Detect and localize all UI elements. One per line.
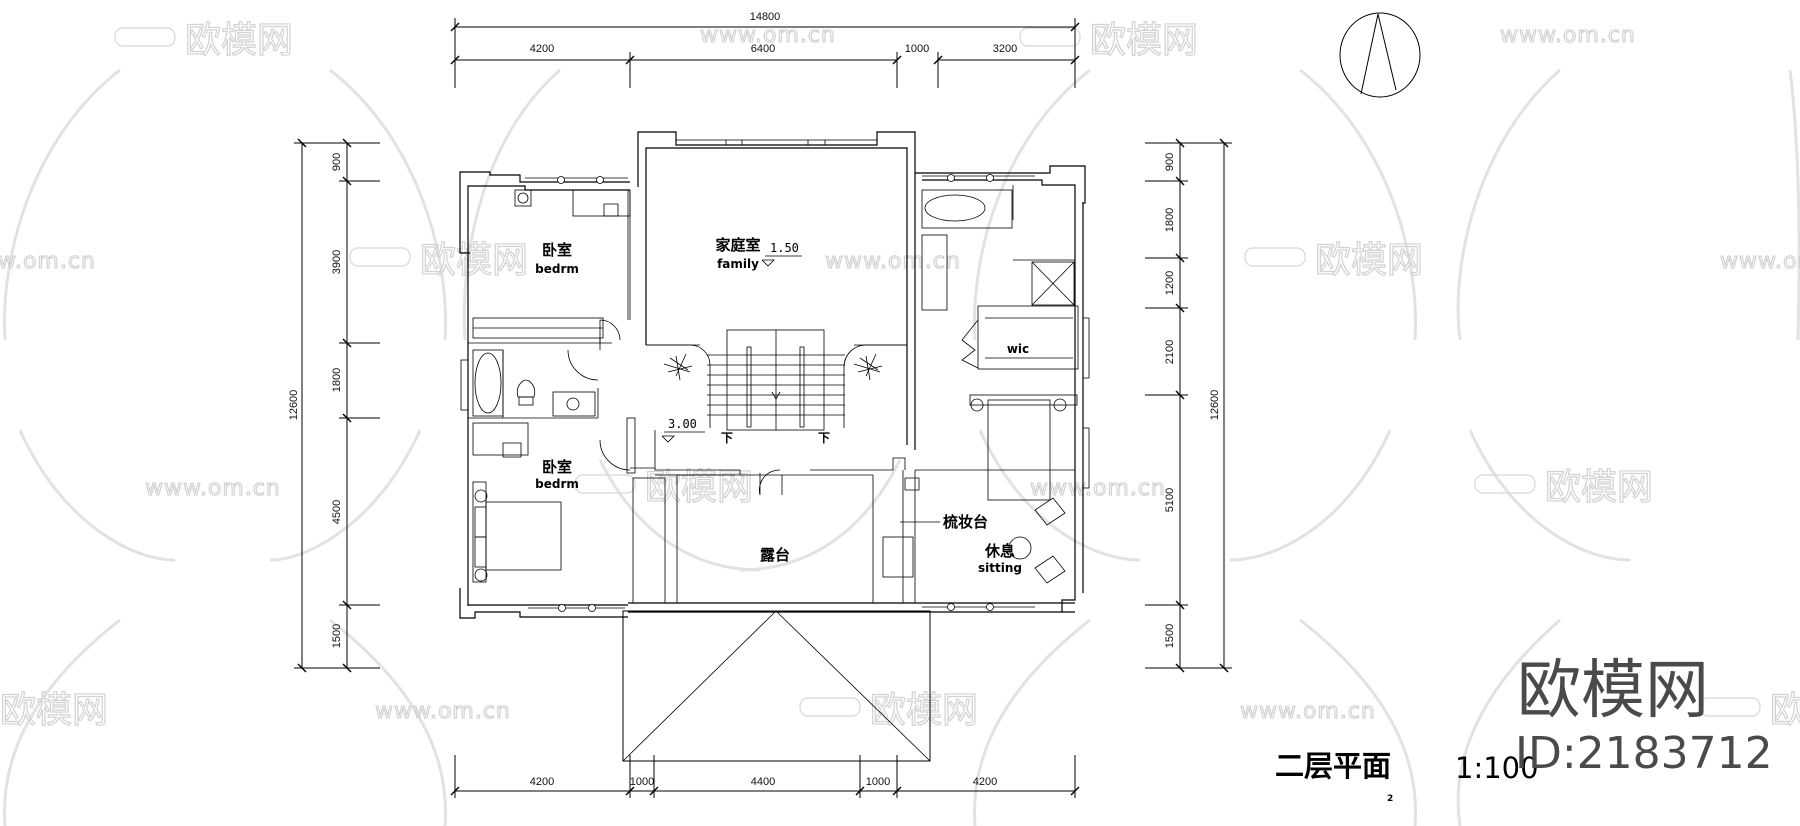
room-label-bedroom-south: 卧室 bbox=[542, 458, 572, 476]
dim-right-seg: 5100 bbox=[1164, 488, 1176, 512]
sheet-number: 2 bbox=[1387, 794, 1393, 804]
room-label-family: 家庭室 bbox=[715, 236, 760, 254]
top-dimensions: 14800 4200 6400 1000 3200 bbox=[450, 11, 1080, 88]
watermark-logo: 欧模网 bbox=[574, 466, 754, 509]
watermark-arcs bbox=[2, 68, 1800, 826]
chair-icon bbox=[502, 203, 920, 491]
svg-text:欧模网: 欧模网 bbox=[185, 20, 293, 61]
dim-right-seg: 900 bbox=[1164, 153, 1176, 171]
plant-icon bbox=[663, 353, 883, 381]
dim-right-seg: 2100 bbox=[1164, 340, 1176, 364]
dim-bottom-seg: 4200 bbox=[530, 776, 554, 788]
dim-bottom-seg: 1000 bbox=[630, 776, 654, 788]
dim-right-seg: 1800 bbox=[1164, 208, 1176, 232]
watermark-url: www.om.cn bbox=[1720, 249, 1800, 274]
bottom-dimensions: 4200 1000 4400 1000 4200 bbox=[450, 755, 1080, 798]
stair-down-left: 下 bbox=[721, 431, 733, 445]
dim-left-seg: 1800 bbox=[331, 368, 343, 392]
watermark-url: www.om.cn bbox=[0, 249, 96, 274]
dim-right-seg: 1500 bbox=[1164, 624, 1176, 648]
svg-text:欧模网: 欧模网 bbox=[870, 690, 978, 731]
room-label-terrace: 露台 bbox=[760, 546, 790, 564]
dim-bottom-seg: 4400 bbox=[751, 776, 775, 788]
watermark-url: www.om.cn bbox=[1240, 699, 1376, 724]
watermark-layer: 欧模网 www.om.cn 欧模网 www.om.cn www.om.cn 欧模… bbox=[0, 19, 1800, 732]
svg-text:欧模网: 欧模网 bbox=[645, 467, 753, 508]
dim-top-seg: 1000 bbox=[905, 43, 929, 55]
room-label-bedroom-north: 卧室 bbox=[542, 241, 572, 259]
watermark-logo: 欧模网 bbox=[0, 689, 109, 731]
room-label-sitting-en: sitting bbox=[978, 561, 1022, 575]
watermark-logo: 欧模网 bbox=[114, 19, 294, 62]
dim-left-overall: 12600 bbox=[288, 390, 300, 421]
watermark-logo: 欧模网 bbox=[1699, 689, 1800, 732]
dim-right-overall: 12600 bbox=[1209, 390, 1221, 421]
svg-text:欧模网: 欧模网 bbox=[1545, 467, 1653, 508]
dim-top-seg: 3200 bbox=[993, 43, 1017, 55]
north-arrow-icon bbox=[1339, 12, 1421, 98]
dim-left-seg: 900 bbox=[331, 153, 343, 171]
brand-name: 欧模网 bbox=[1517, 654, 1709, 728]
entrance-canopy bbox=[622, 610, 931, 762]
watermark-logo: 欧模网 bbox=[1019, 19, 1199, 62]
exterior-walls bbox=[459, 131, 1086, 619]
svg-text:欧模网: 欧模网 bbox=[1770, 690, 1800, 731]
stair-down-right: 下 bbox=[818, 431, 830, 445]
svg-text:欧模网: 欧模网 bbox=[0, 690, 108, 731]
dim-top-overall: 14800 bbox=[750, 11, 781, 23]
dim-left-seg: 3900 bbox=[331, 250, 343, 274]
watermark-logo: 欧模网 bbox=[799, 689, 979, 732]
watermark-url: www.om.cn bbox=[825, 249, 961, 274]
svg-text:欧模网: 欧模网 bbox=[1315, 240, 1423, 281]
bedside-lamp-icon bbox=[474, 189, 1067, 582]
watermark-url: www.om.cn bbox=[1030, 476, 1166, 501]
watermark-logo: 欧模网 bbox=[1474, 466, 1654, 509]
watermark-logo: 欧模网 bbox=[349, 239, 529, 282]
level-mark-stair: 3.00 bbox=[668, 417, 697, 431]
drawing-title-block: 二层平面 1:100 2 bbox=[1275, 749, 1539, 804]
svg-text:欧模网: 欧模网 bbox=[1090, 20, 1198, 61]
brand-id: ID:2183712 bbox=[1515, 728, 1773, 779]
interior-walls bbox=[468, 185, 1079, 604]
room-labels: 卧室 bedrm 家庭室 family 1.50 3.00 下 下 卧室 bed… bbox=[535, 236, 1029, 575]
room-label-dressing-table: 梳妆台 bbox=[943, 513, 988, 531]
floor-plan: 卧室 bedrm 家庭室 family 1.50 3.00 下 下 卧室 bed… bbox=[459, 131, 1090, 762]
level-mark-family: 1.50 bbox=[770, 241, 799, 255]
dim-bottom-seg: 1000 bbox=[866, 776, 890, 788]
drawing-title: 二层平面 bbox=[1275, 749, 1391, 783]
watermark-url: www.om.cn bbox=[145, 476, 281, 501]
dim-right-seg: 1200 bbox=[1164, 271, 1176, 295]
dim-top-seg: 6400 bbox=[751, 43, 775, 55]
right-dimensions: 12600 900 1800 1200 2100 5100 1500 bbox=[1145, 138, 1232, 673]
dim-left-seg: 4500 bbox=[331, 500, 343, 524]
dim-left-seg: 1500 bbox=[331, 624, 343, 648]
room-label-bedroom-south-en: bedrm bbox=[535, 477, 579, 491]
svg-text:欧模网: 欧模网 bbox=[420, 240, 528, 281]
windows bbox=[460, 139, 1090, 612]
dim-top-seg: 4200 bbox=[530, 43, 554, 55]
room-label-wic: wic bbox=[1007, 342, 1029, 356]
dim-bottom-seg: 4200 bbox=[973, 776, 997, 788]
left-dimensions: 12600 900 3900 1800 4500 1500 bbox=[288, 138, 380, 673]
room-label-sitting: 休息 bbox=[984, 542, 1015, 560]
watermark-url: www.om.cn bbox=[375, 699, 511, 724]
room-label-family-en: family bbox=[717, 257, 759, 271]
watermark-logo: 欧模网 bbox=[1244, 239, 1424, 282]
brand-stamp: 欧模网 ID:2183712 bbox=[1515, 654, 1773, 779]
watermark-url: www.om.cn bbox=[1500, 23, 1636, 48]
room-label-bedroom-north-en: bedrm bbox=[535, 262, 579, 276]
drawing-scale: 1:100 bbox=[1455, 751, 1539, 785]
